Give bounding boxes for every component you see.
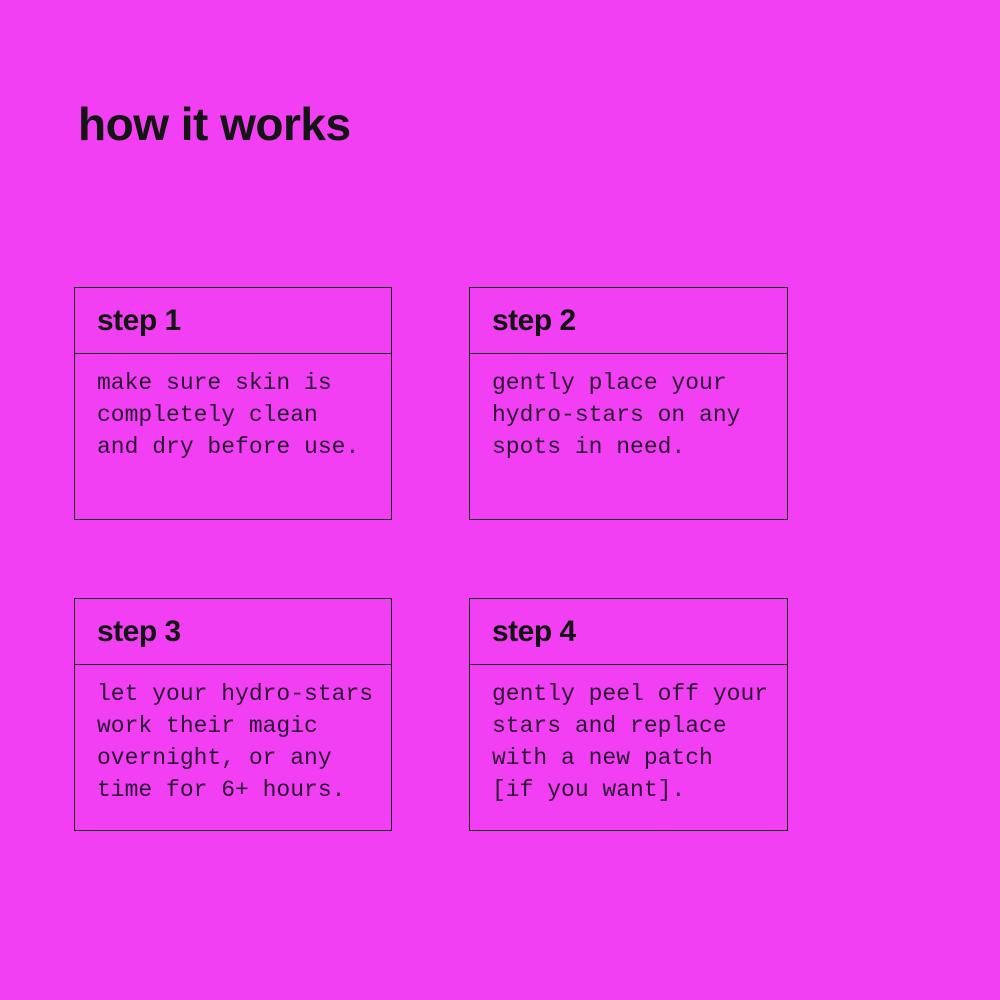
step-card-1: step 1 make sure skin is completely clea… bbox=[74, 287, 392, 520]
step-card-3: step 3 let your hydro-stars work their m… bbox=[74, 598, 392, 831]
step-3-title: step 3 bbox=[75, 599, 391, 665]
step-2-description: gently place your hydro-stars on any spo… bbox=[492, 370, 741, 460]
step-1-description: make sure skin is completely clean and d… bbox=[97, 370, 360, 460]
step-4-title: step 4 bbox=[470, 599, 787, 665]
step-card-4: step 4 gently peel off your stars and re… bbox=[469, 598, 788, 831]
step-2-title: step 2 bbox=[470, 288, 787, 354]
step-4-description: gently peel off your stars and replace w… bbox=[492, 681, 769, 803]
step-card-2: step 2 gently place your hydro-stars on … bbox=[469, 287, 788, 520]
section-heading: how it works bbox=[78, 98, 351, 150]
step-1-title: step 1 bbox=[75, 288, 391, 354]
steps-grid: step 1 make sure skin is completely clea… bbox=[74, 287, 788, 831]
step-3-description: let your hydro-stars work their magic ov… bbox=[97, 681, 374, 803]
